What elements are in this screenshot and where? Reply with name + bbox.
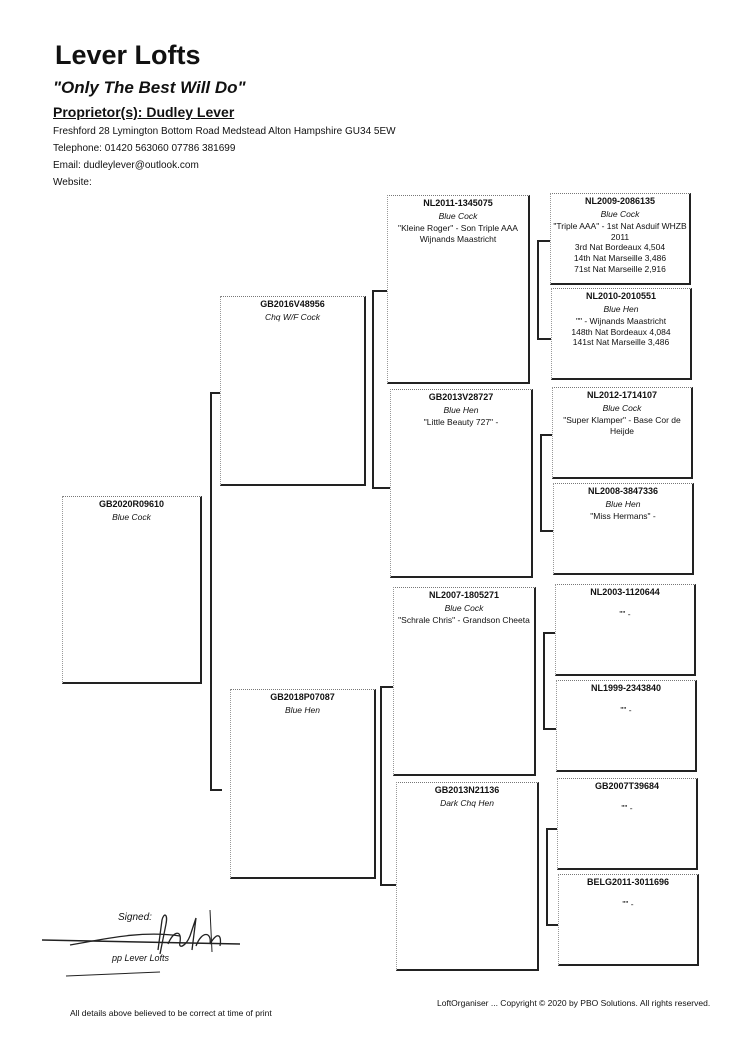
loft-motto: "Only The Best Will Do" <box>53 78 246 97</box>
pigeon-notes: "Miss Hermans" - <box>590 511 656 521</box>
pigeon-notes: "" - <box>620 705 632 715</box>
pigeon-color: Blue Cock <box>600 209 640 219</box>
pigeon-card-subject: GB2020R09610 Blue Cock <box>62 496 202 684</box>
pigeon-card-sire-dam: GB2013V28727 Blue Hen "Little Beauty 727… <box>390 389 533 578</box>
email: Email: dudleylever@outlook.com <box>53 160 199 171</box>
pigeon-color: Blue Cock <box>112 512 151 522</box>
ring-number: NL1999-2343840 <box>590 683 662 693</box>
address: Freshford 28 Lymington Bottom Road Medst… <box>53 126 396 137</box>
signature-pp: pp Lever Lofts <box>112 953 170 963</box>
ring-number: NL2009-2086135 <box>584 196 656 206</box>
pigeon-color: Blue Cock <box>444 603 484 613</box>
ring-number: NL2010-2010551 <box>585 291 657 301</box>
pigeon-notes: "Super Klamper" - Base Cor de Heijde <box>563 415 681 436</box>
bracket-dam-sire <box>543 632 557 730</box>
pigeon-color: Blue Cock <box>602 403 642 413</box>
pigeon-card-dam-dam: GB2013N21136 Dark Chq Hen <box>396 782 539 971</box>
pigeon-card-ss-dam: NL2010-2010551 Blue Hen "" - Wijnands Ma… <box>551 288 692 380</box>
ring-number: GB2016V48956 <box>260 299 325 309</box>
ring-number: GB2018P07087 <box>270 692 335 702</box>
ring-number: NL2012-1714107 <box>586 390 658 400</box>
pigeon-card-ss-sire: NL2009-2086135 Blue Cock "Triple AAA" - … <box>550 193 691 285</box>
pigeon-color: Blue Hen <box>443 405 479 415</box>
ring-number: GB2007T39684 <box>594 781 660 791</box>
pigeon-color: Chq W/F Cock <box>264 312 321 322</box>
pigeon-notes: "" - <box>622 899 634 909</box>
pigeon-color: Blue Hen <box>285 705 320 715</box>
ring-number: NL2008-3847336 <box>587 486 659 496</box>
pigeon-card-ds-sire: NL2003-1120644 "" - <box>555 584 696 676</box>
ring-number: NL2007-1805271 <box>428 590 500 600</box>
pigeon-card-sire: GB2016V48956 Chq W/F Cock <box>220 296 366 486</box>
pigeon-notes: "" - Wijnands Maastricht 148th Nat Borde… <box>571 316 671 348</box>
pigeon-notes: "" - <box>619 609 631 619</box>
pigeon-notes: "Triple AAA" - 1st Nat Asduif WHZB 2011 … <box>553 221 687 274</box>
pigeon-notes: "Schrale Chris" - Grandson Cheeta <box>398 615 530 625</box>
website: Website: <box>53 177 92 188</box>
proprietor: Proprietor(s): Dudley Lever <box>53 104 235 120</box>
pigeon-notes: "Little Beauty 727" - <box>423 417 499 427</box>
bracket-sire-sire <box>537 240 553 340</box>
ring-number: NL2011-1345075 <box>423 198 493 208</box>
ring-number: NL2003-1120644 <box>590 587 660 597</box>
handwritten-signature <box>41 909 241 977</box>
loft-name: Lever Lofts <box>55 40 201 70</box>
pigeon-card-sd-dam: NL2008-3847336 Blue Hen "Miss Hermans" - <box>553 483 694 575</box>
ring-number: GB2020R09610 <box>98 499 165 509</box>
bracket-sire-dam <box>540 434 554 532</box>
telephone: Telephone: 01420 563060 07786 381699 <box>53 143 236 154</box>
pigeon-color: Blue Hen <box>603 304 639 314</box>
pigeon-color: Dark Chq Hen <box>440 798 494 808</box>
pigeon-card-ds-dam: NL1999-2343840 "" - <box>556 680 697 772</box>
pigeon-notes: "" - <box>621 803 633 813</box>
pigeon-card-sd-sire: NL2012-1714107 Blue Cock "Super Klamper"… <box>552 387 693 479</box>
pigeon-color: Blue Hen <box>605 499 641 509</box>
bracket-subject <box>210 392 222 791</box>
pigeon-card-dd-dam: BELG2011-3011696 "" - <box>558 874 699 966</box>
bracket-dam <box>380 686 396 886</box>
footer-disclaimer: All details above believed to be correct… <box>70 1008 272 1018</box>
pigeon-color: Blue Cock <box>438 211 478 221</box>
ring-number: GB2013N21136 <box>434 785 500 795</box>
signature-label: Signed: <box>118 912 152 923</box>
pigeon-card-dam-sire: NL2007-1805271 Blue Cock "Schrale Chris"… <box>393 587 536 776</box>
pigeon-card-sire-sire: NL2011-1345075 Blue Cock "Kleine Roger" … <box>387 195 530 384</box>
pigeon-notes: "Kleine Roger" - Son Triple AAA Wijnands… <box>398 223 518 244</box>
ring-number: BELG2011-3011696 <box>586 877 670 887</box>
bracket-dam-dam <box>546 828 560 926</box>
footer-copyright: LoftOrganiser ... Copyright © 2020 by PB… <box>437 998 711 1008</box>
pigeon-card-dd-sire: GB2007T39684 "" - <box>557 778 698 870</box>
ring-number: GB2013V28727 <box>428 392 494 402</box>
bracket-sire <box>372 290 390 489</box>
pigeon-card-dam: GB2018P07087 Blue Hen <box>230 689 376 879</box>
